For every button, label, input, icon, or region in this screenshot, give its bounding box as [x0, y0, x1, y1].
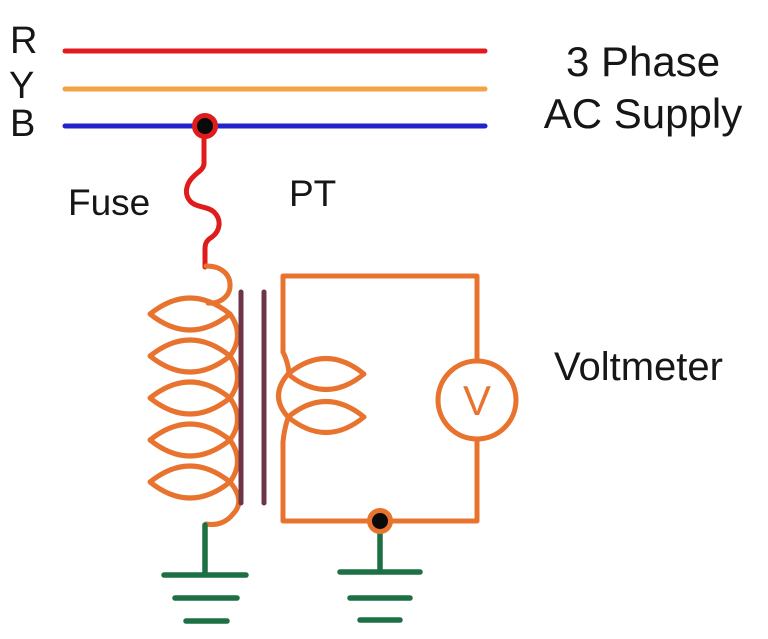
pt-secondary-circuit [276, 273, 480, 524]
secondary-join-top [280, 349, 292, 376]
secondary-turn [285, 356, 367, 392]
primary-turn-link [227, 353, 240, 401]
phase-label-b: B [10, 103, 36, 145]
supply-lines [62, 48, 488, 129]
fuse-label: Fuse [68, 182, 151, 223]
phase-label-y: Y [9, 65, 35, 107]
primary-turn [147, 337, 233, 375]
junction-dot-secondary [367, 508, 393, 534]
junction-dot-supply [192, 113, 218, 139]
ground-primary [161, 522, 249, 624]
voltmeter-symbol: V [463, 377, 491, 424]
primary-turn [147, 463, 233, 501]
primary-turn-link [227, 311, 240, 359]
voltmeter-dial [435, 358, 519, 442]
primary-turn [147, 379, 233, 417]
supply-caption-line1: 3 Phase [565, 38, 721, 85]
primary-entry-hook [203, 263, 233, 306]
primary-turn-link [227, 437, 240, 485]
secondary-wire-top [280, 273, 480, 363]
phase-label-r: R [10, 20, 38, 62]
pt-core [238, 289, 267, 506]
primary-turn [147, 421, 233, 459]
pt-primary-coil [147, 263, 242, 527]
voltmeter-label: Voltmeter [554, 345, 723, 389]
supply-caption: 3 Phase AC Supply [538, 36, 748, 140]
pt-label: PT [289, 173, 337, 214]
fuse-wire [183, 136, 222, 270]
secondary-turn [285, 399, 367, 435]
secondary-join-bottom [280, 415, 291, 445]
supply-caption-line2: AC Supply [543, 90, 743, 137]
ground-secondary [337, 526, 423, 623]
primary-exit-hook [203, 479, 242, 527]
primary-turn-link [227, 395, 240, 443]
secondary-turn-link [276, 371, 291, 420]
